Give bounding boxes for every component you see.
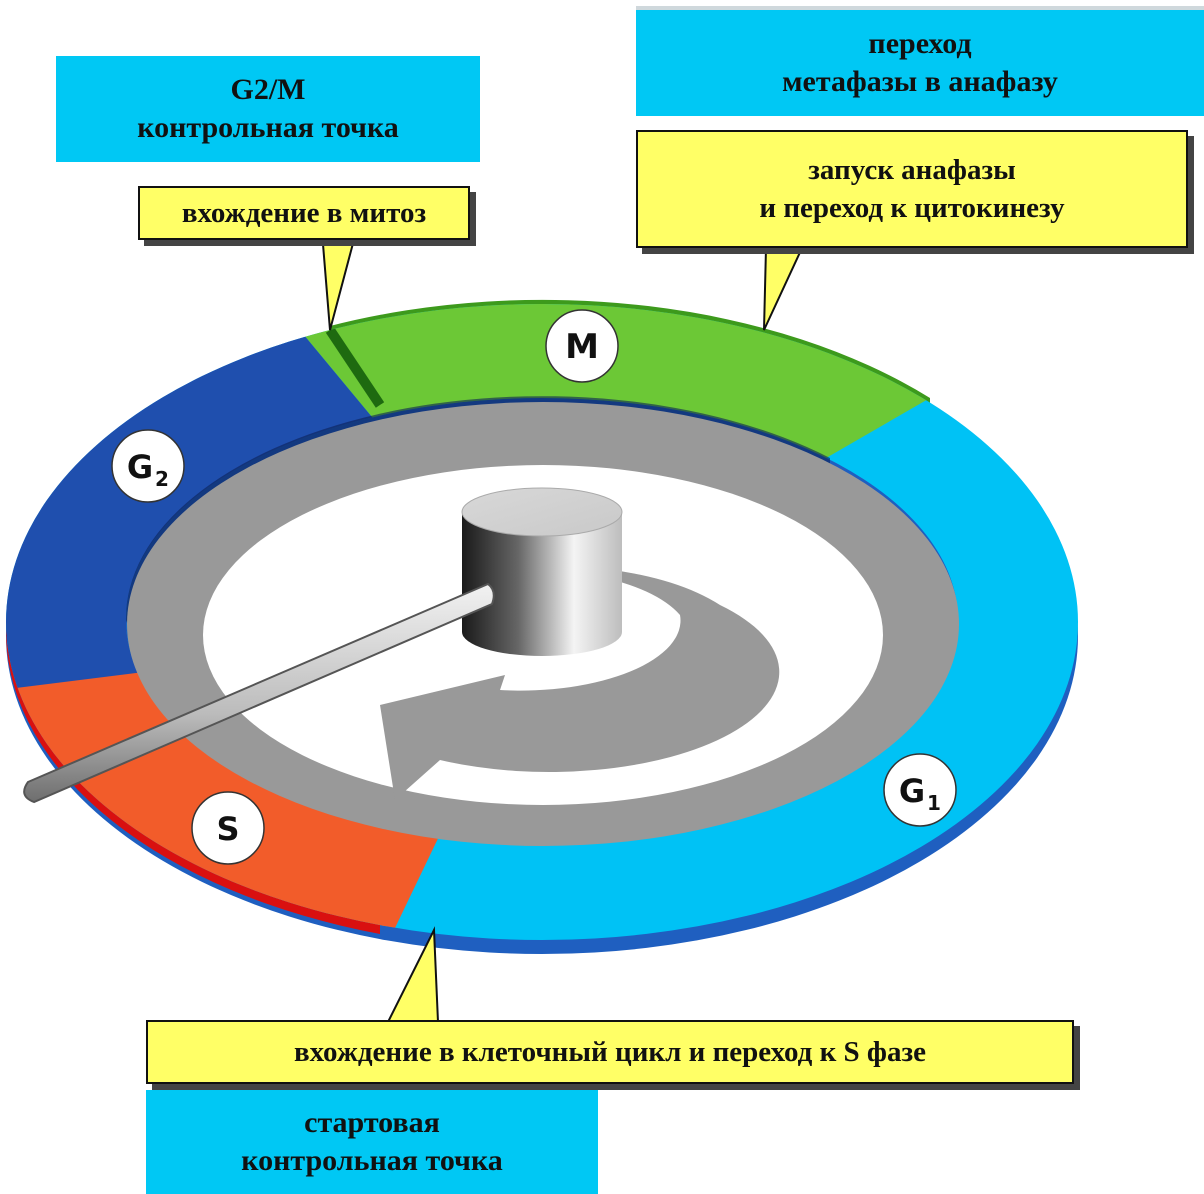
hub-cylinder (461, 487, 623, 656)
svg-text:G: G (127, 448, 153, 486)
start-checkpoint-line1: стартовая (304, 1106, 440, 1139)
anaphase-callout: запуск анафазы и переход к цитокинезу (636, 130, 1188, 248)
phase-label-m: M (545, 309, 619, 383)
svg-text:1: 1 (927, 791, 941, 815)
rotation-arrow (380, 566, 780, 800)
mitosis-entry-callout: вхождение в митоз (138, 186, 470, 240)
g2m-checkpoint-subtitle: контрольная точка (137, 111, 399, 144)
cycle-entry-callout: вхождение в клеточный цикл и переход к S… (146, 1020, 1074, 1084)
anaphase-line2: и переход к цитокинезу (759, 192, 1065, 224)
start-checkpoint-line2: контрольная точка (241, 1144, 503, 1177)
mitosis-entry-pointer (320, 231, 358, 331)
anaphase-pointer (763, 247, 804, 331)
phase-label-g2: G 2 (111, 429, 185, 503)
metaphase-anaphase-box: переход метафазы в анафазу (636, 6, 1204, 116)
start-checkpoint-box: стартовая контрольная точка (146, 1090, 598, 1194)
metaphase-anaphase-line2: метафазы в анафазу (782, 65, 1058, 98)
svg-text:G: G (899, 772, 925, 810)
g2m-boundary-line (325, 327, 385, 408)
svg-text:M: M (565, 327, 599, 367)
anaphase-line1: запуск анафазы (808, 154, 1016, 186)
cycle-entry-text: вхождение в клеточный цикл и переход к S… (294, 1036, 926, 1068)
mitosis-entry-text: вхождение в митоз (181, 197, 427, 229)
phase-label-s: S (191, 791, 265, 865)
g2m-checkpoint-title: G2/M (230, 73, 306, 106)
phase-label-g1: G 1 (883, 753, 957, 827)
svg-text:2: 2 (155, 467, 169, 491)
svg-text:S: S (216, 810, 239, 848)
metaphase-anaphase-line1: переход (868, 27, 972, 60)
g2m-checkpoint-box: G2/M контрольная точка (56, 56, 480, 162)
clock-hand (23, 582, 495, 804)
